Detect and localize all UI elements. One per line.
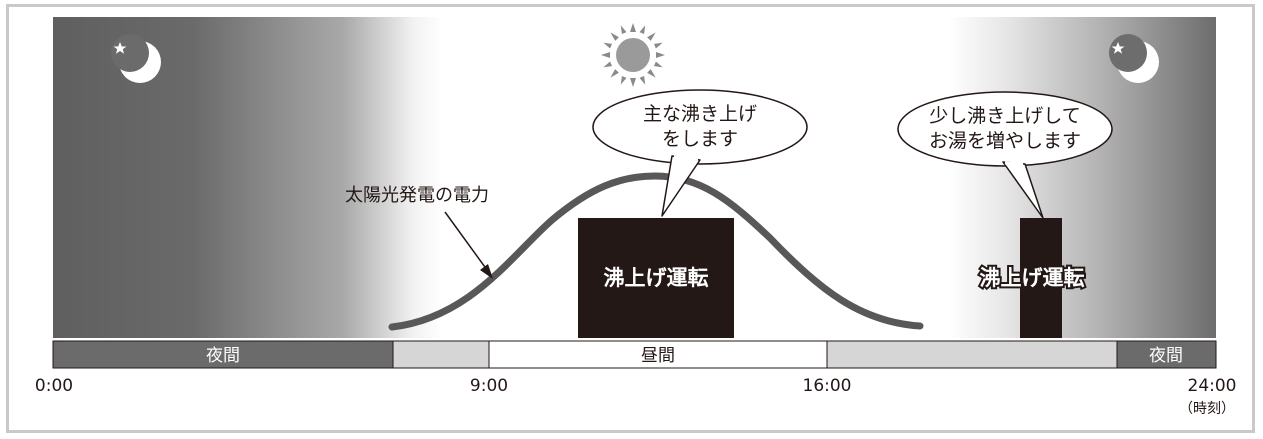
bubble-main-line1: 主な沸き上げ	[643, 103, 757, 125]
moon-star-icon	[1109, 34, 1159, 83]
sun-icon	[601, 23, 665, 87]
boil-block-evening-label: 沸上げ運転	[980, 266, 1085, 290]
timeline-daytime	[488, 340, 828, 369]
bubble-evening-line2: お湯を増やします	[929, 130, 1081, 152]
boil-block-main	[578, 218, 734, 338]
timeline-night-right	[1116, 340, 1217, 369]
timeline-night-left-label: 夜間	[206, 346, 240, 366]
moon-star-icon	[111, 34, 161, 83]
timeline-daytime-label: 昼間	[641, 346, 675, 366]
solar-power-curve	[388, 172, 924, 331]
timeline-band	[52, 340, 1217, 369]
timeline-night-right-label: 夜間	[1149, 346, 1183, 366]
boil-block-evening	[1020, 218, 1062, 338]
tick-label-9: 9:00	[470, 376, 508, 396]
curve-pointer-arrow	[444, 211, 493, 279]
timeline-twilight-evening	[826, 340, 1118, 369]
curve-label: 太陽光発電の電力	[345, 185, 489, 206]
timeline-twilight-morning	[392, 340, 490, 369]
bubble-main-line2: をします	[662, 128, 738, 150]
speech-bubble-evening	[897, 91, 1113, 219]
boil-block-main-label: 沸上げ運転	[604, 266, 709, 290]
speech-bubble-main	[592, 89, 808, 217]
bubble-evening-line1: 少し沸き上げして	[929, 105, 1080, 127]
tick-label-24: 24:00	[1188, 376, 1237, 396]
tick-label-16: 16:00	[803, 376, 852, 396]
tick-label-0: 0:00	[35, 376, 73, 396]
time-unit-label: （時刻）	[1179, 401, 1235, 417]
timeline-night-left	[52, 340, 394, 369]
